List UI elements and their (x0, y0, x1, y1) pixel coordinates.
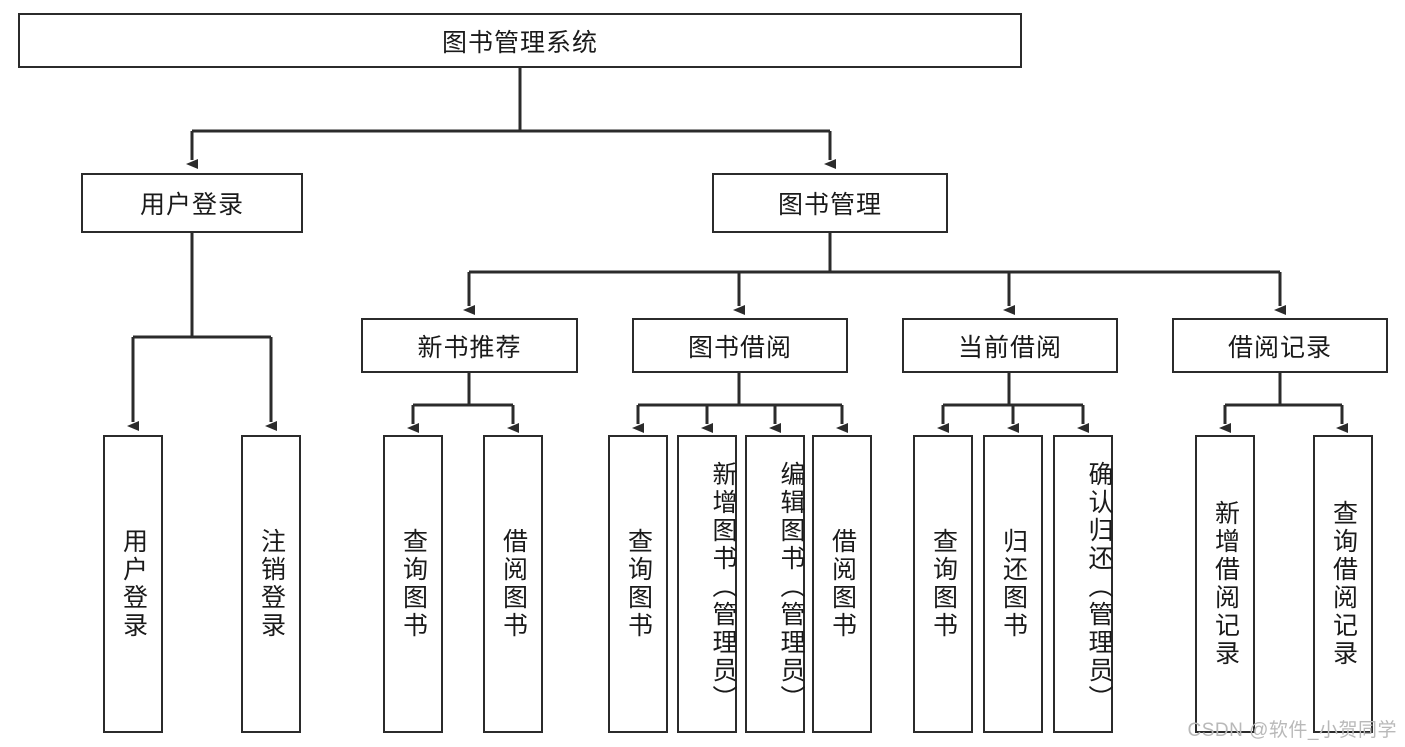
node-leaf-user-login-label: 用户登录 (119, 528, 148, 640)
node-leaf-query-record-label: 查询借阅记录 (1329, 500, 1358, 668)
node-leaf-add-book-label: 新增图书（管理员） (709, 461, 737, 713)
node-leaf-user-login[interactable]: 用户登录 (103, 435, 163, 733)
node-leaf-edit-book-label: 编辑图书（管理员） (777, 461, 805, 713)
node-leaf-add-record[interactable]: 新增借阅记录 (1195, 435, 1255, 733)
node-leaf-return-book[interactable]: 归还图书 (983, 435, 1043, 733)
node-leaf-query-book-2-label: 查询图书 (624, 528, 653, 640)
node-leaf-borrow-book-1-label: 借阅图书 (499, 528, 528, 640)
node-leaf-add-book[interactable]: 新增图书（管理员） (677, 435, 737, 733)
node-leaf-confirm-return-label: 确认归还（管理员） (1085, 461, 1113, 713)
node-new-book-recommend[interactable]: 新书推荐 (361, 318, 578, 373)
node-leaf-query-book-1[interactable]: 查询图书 (383, 435, 443, 733)
node-leaf-add-record-label: 新增借阅记录 (1211, 500, 1240, 668)
node-borrow-record-label: 借阅记录 (1227, 333, 1332, 362)
watermark-text: CSDN @软件_小贺同学 (1187, 720, 1397, 741)
node-leaf-logout-login-label: 注销登录 (257, 528, 286, 640)
node-leaf-query-book-3-label: 查询图书 (929, 528, 958, 640)
node-new-book-recommend-label: 新书推荐 (417, 333, 522, 362)
node-leaf-edit-book[interactable]: 编辑图书（管理员） (745, 435, 805, 733)
node-user-login-label: 用户登录 (139, 191, 244, 219)
node-root-label: 图书管理系统 (441, 28, 598, 57)
node-current-borrow[interactable]: 当前借阅 (902, 318, 1118, 373)
node-leaf-query-book-3[interactable]: 查询图书 (913, 435, 973, 733)
node-leaf-return-book-label: 归还图书 (999, 528, 1028, 640)
node-borrow-record[interactable]: 借阅记录 (1172, 318, 1388, 373)
node-leaf-query-record[interactable]: 查询借阅记录 (1313, 435, 1373, 733)
node-leaf-borrow-book-1[interactable]: 借阅图书 (483, 435, 543, 733)
node-book-borrow-label: 图书借阅 (687, 333, 792, 362)
node-leaf-borrow-book-2[interactable]: 借阅图书 (812, 435, 872, 733)
node-leaf-logout-login[interactable]: 注销登录 (241, 435, 301, 733)
node-current-borrow-label: 当前借阅 (957, 333, 1062, 362)
node-root[interactable]: 图书管理系统 (18, 13, 1022, 68)
node-book-manage-label: 图书管理 (777, 191, 882, 219)
node-leaf-query-book-1-label: 查询图书 (399, 528, 428, 640)
node-leaf-confirm-return[interactable]: 确认归还（管理员） (1053, 435, 1113, 733)
node-user-login[interactable]: 用户登录 (81, 173, 303, 233)
node-book-manage[interactable]: 图书管理 (712, 173, 948, 233)
node-leaf-query-book-2[interactable]: 查询图书 (608, 435, 668, 733)
node-leaf-borrow-book-2-label: 借阅图书 (828, 528, 857, 640)
node-book-borrow[interactable]: 图书借阅 (632, 318, 848, 373)
